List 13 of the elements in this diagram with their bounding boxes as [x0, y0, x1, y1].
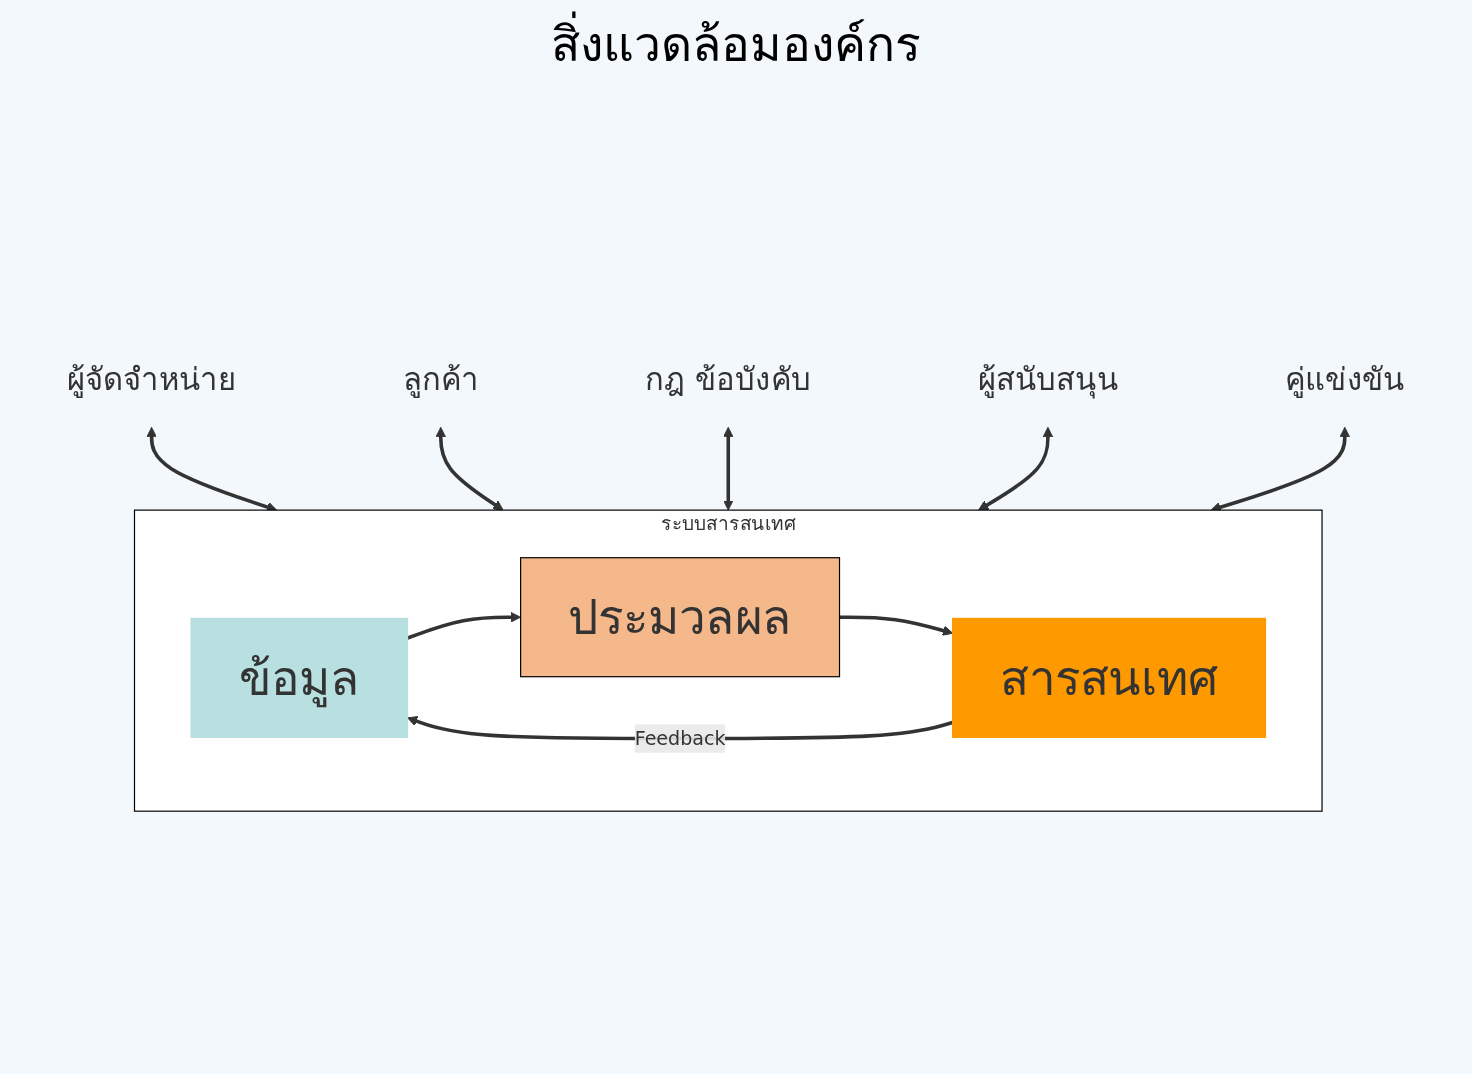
title: สิ่งแวดล้อมองค์กร — [551, 6, 921, 82]
arrow — [978, 426, 1054, 511]
node-box: ประมวลผล — [520, 557, 841, 678]
arrow — [435, 426, 504, 511]
node-box: สารสนเทศ — [951, 617, 1267, 738]
edge-label: Feedback — [634, 726, 726, 750]
arrow — [723, 426, 734, 511]
node-text: ผู้จัดจำหน่าย — [67, 361, 237, 398]
node-box: ข้อมูล — [190, 617, 409, 738]
node-text: กฎ ข้อบังคับ — [645, 361, 812, 398]
node-text: คู่แข่งขัน — [1284, 361, 1405, 398]
node-text: ลูกค้า — [402, 361, 479, 398]
node-text: ผู้สนับสนุน — [977, 361, 1119, 398]
